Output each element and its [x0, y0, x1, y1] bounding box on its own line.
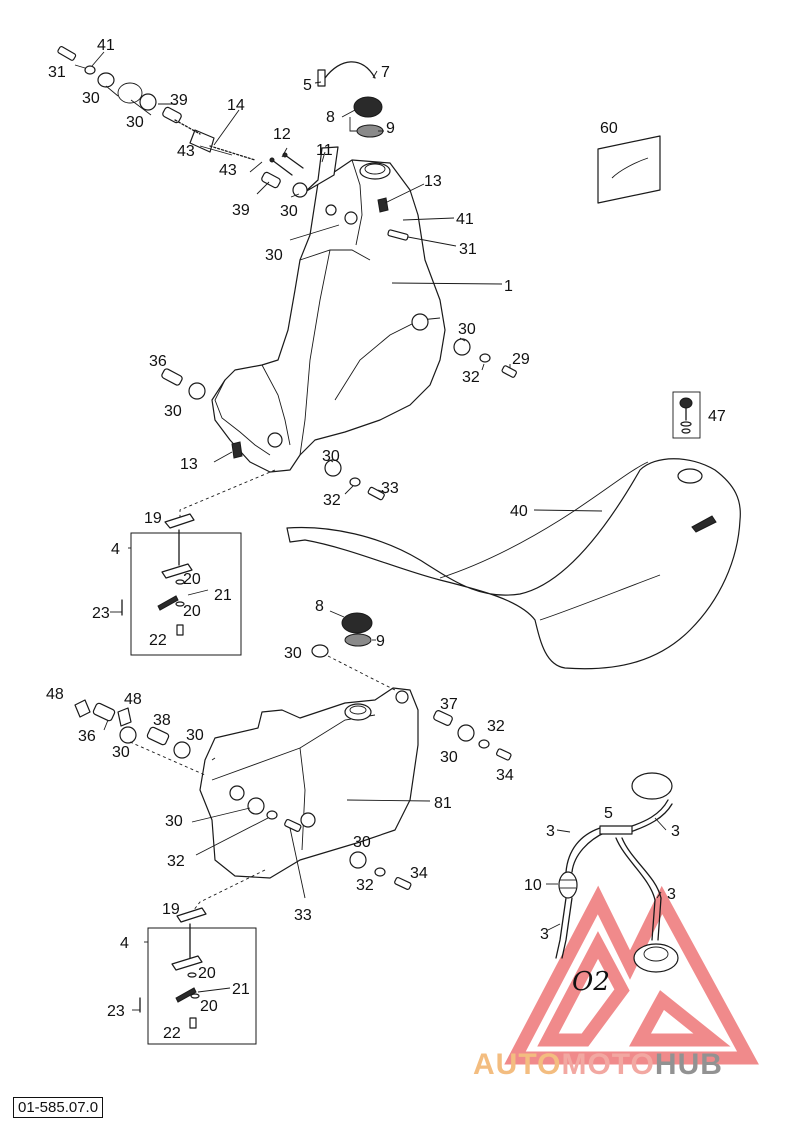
callout-label: 13	[180, 456, 198, 473]
fuel-tank-lower	[199, 687, 419, 879]
callout-label: 33	[294, 907, 312, 924]
hardware-right-top	[161, 338, 517, 501]
callout-label: 39	[232, 202, 250, 219]
callout-label: 34	[496, 767, 514, 784]
callout-label: 3	[671, 823, 680, 840]
callout-label: 30	[458, 321, 476, 338]
callout-label: 22	[163, 1025, 181, 1042]
callout-label: 30	[440, 749, 458, 766]
callout-label: 30	[353, 834, 371, 851]
callout-label: 19	[162, 901, 180, 918]
callout-label: 21	[214, 587, 232, 604]
callout-label: 81	[434, 795, 452, 812]
callout-label: 31	[459, 241, 477, 258]
callout-label: 8	[315, 598, 324, 615]
watermark-moto: MOTO	[561, 1048, 654, 1081]
callout-label: 3	[667, 886, 676, 903]
callout-label: 5	[604, 805, 613, 822]
watermark-hub: HUB	[655, 1048, 723, 1081]
callout-label: 4	[111, 541, 120, 558]
callout-label: 43	[219, 162, 237, 179]
hardware-top-left	[57, 46, 308, 198]
callout-label: 21	[232, 981, 250, 998]
callout-label: 47	[708, 408, 726, 425]
bracket-assembly-upper	[121, 513, 242, 656]
callout-label: 20	[200, 998, 218, 1015]
handwritten-note: O2	[572, 967, 610, 997]
callout-label: 9	[386, 120, 395, 137]
callout-label: 30	[265, 247, 283, 264]
callout-label: 30	[82, 90, 100, 107]
decal-sticker	[597, 135, 661, 204]
callout-label: 40	[510, 503, 528, 520]
part-47-fastener	[672, 391, 701, 439]
watermark-triangle	[504, 885, 759, 1065]
callout-label: 30	[322, 448, 340, 465]
callout-label: 48	[124, 691, 142, 708]
callout-label: 13	[424, 173, 442, 190]
callout-label: 20	[183, 571, 201, 588]
callout-label: 41	[97, 37, 115, 54]
fuel-cap-lower	[311, 612, 373, 658]
callout-label: 30	[165, 813, 183, 830]
callout-label: 29	[512, 351, 530, 368]
bracket-assembly-lower	[139, 907, 257, 1045]
callout-label: 38	[153, 712, 171, 729]
callout-label: 37	[440, 696, 458, 713]
callout-label: 14	[227, 97, 245, 114]
callout-label: 4	[120, 935, 129, 952]
fuel-hose-assembly	[555, 772, 679, 973]
callout-label: 32	[167, 853, 185, 870]
watermark-logo: AUTOMOTOHUB	[473, 885, 759, 1081]
callout-label: 36	[149, 353, 167, 370]
watermark-text: AUTOMOTOHUB	[473, 1048, 723, 1081]
callout-label: 48	[46, 686, 64, 703]
callout-label: 20	[198, 965, 216, 982]
callout-labels: 31 41 30 30 39 14 43 43 39 12 11 30 5 7 …	[46, 37, 726, 1042]
callout-label: 32	[462, 369, 480, 386]
callout-label: 30	[186, 727, 204, 744]
callout-label: 31	[48, 64, 66, 81]
callout-label: 43	[177, 143, 195, 160]
callout-label: 39	[170, 92, 188, 109]
callout-label: 3	[540, 926, 549, 943]
callout-label: 33	[381, 480, 399, 497]
seat	[286, 458, 741, 670]
callout-label: 32	[323, 492, 341, 509]
callout-label: 3	[546, 823, 555, 840]
callout-label: 60	[600, 120, 618, 137]
callout-label: 19	[144, 510, 162, 527]
callout-label: 30	[112, 744, 130, 761]
callout-label: 23	[92, 605, 110, 622]
callout-label: 10	[524, 877, 542, 894]
callout-label: 30	[164, 403, 182, 420]
callout-label: 8	[326, 109, 335, 126]
fuel-tank-upper	[211, 146, 446, 473]
callout-label: 23	[107, 1003, 125, 1020]
callout-label: 5	[303, 77, 312, 94]
callout-label: 12	[273, 126, 291, 143]
callout-label: 22	[149, 632, 167, 649]
callout-label: 7	[381, 64, 390, 81]
watermark-auto: AUTO	[473, 1048, 561, 1081]
callout-label: 11	[316, 142, 333, 159]
callout-label: 1	[504, 278, 513, 295]
hardware-lower	[74, 699, 512, 890]
callout-label: 32	[487, 718, 505, 735]
drawing-number: 01-585.07.0	[13, 1097, 104, 1118]
callout-label: 36	[78, 728, 96, 745]
callout-label: 9	[376, 633, 385, 650]
callout-label: 30	[126, 114, 144, 131]
callout-label: 30	[280, 203, 298, 220]
callout-label: 41	[456, 211, 474, 228]
callout-label: 32	[356, 877, 374, 894]
callout-label: 30	[284, 645, 302, 662]
callout-label: 34	[410, 865, 428, 882]
callout-label: 20	[183, 603, 201, 620]
